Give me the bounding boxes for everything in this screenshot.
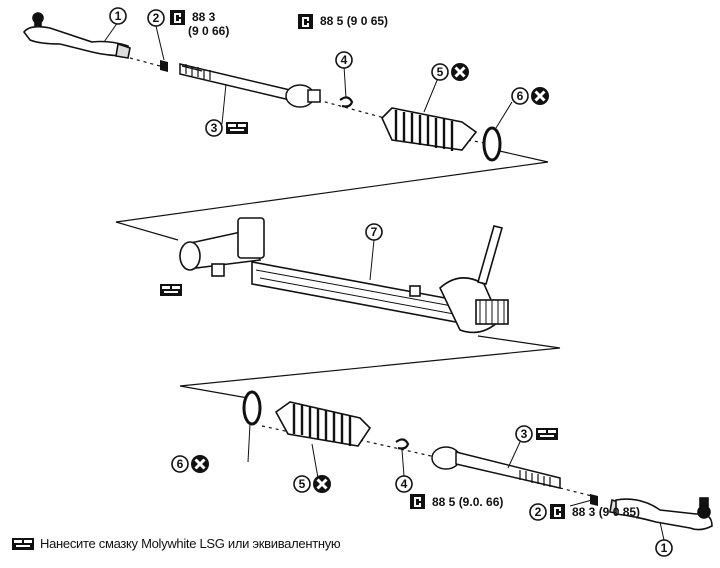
tie-rod-end-bottom (609, 497, 713, 531)
clip-top (339, 96, 354, 108)
callout-label: 4 (341, 53, 348, 67)
do-not-reuse-icon (311, 473, 333, 495)
callout-3-top: 3 (205, 119, 248, 137)
callout-1-bottom: 1 (655, 539, 673, 557)
boot-top (381, 107, 478, 151)
inner-tie-rod-top (179, 63, 321, 108)
torque-wrench-icon (410, 494, 425, 509)
boot-bottom (274, 401, 372, 447)
lock-nut-top (160, 60, 168, 72)
do-not-reuse-icon (529, 85, 551, 107)
callout-label: 2 (535, 505, 542, 519)
clip-bottom (395, 438, 410, 450)
grease-icon (160, 284, 182, 296)
boot-clamp-top (482, 126, 502, 162)
torque-wrench-icon (550, 504, 565, 519)
callout-1-top: 1 (109, 7, 127, 25)
callout-label: 7 (371, 225, 378, 239)
callout-6-top: 6 (511, 85, 551, 107)
callout-3-bottom: 3 (515, 425, 558, 443)
grease-icon (12, 538, 34, 550)
leader-lines (103, 21, 665, 541)
callout-5-bottom: 5 (293, 473, 333, 495)
callout-label: 5 (299, 477, 306, 491)
callout-label: 3 (521, 427, 528, 441)
callout-2-top: 2 88 3 (9 0 66) (147, 9, 229, 38)
tie-rod-end-top (22, 12, 131, 59)
inner-tie-rod-bottom (431, 446, 561, 489)
torque-bottom-inner: 88 5 (9.0. 66) (410, 494, 503, 509)
callout-label: 6 (517, 89, 524, 103)
callout-6-bottom: 6 (171, 453, 211, 475)
callout-label: 6 (177, 457, 184, 471)
callout-label: 1 (115, 9, 122, 23)
lock-nut-bottom (590, 494, 598, 506)
legend-text: Нанесите смазку Molywhite LSG или эквива… (40, 536, 341, 551)
guide-lines (115, 57, 601, 499)
callout-4-top: 4 (335, 51, 353, 69)
callout-label: 1 (661, 541, 668, 555)
do-not-reuse-icon (189, 453, 211, 475)
torque-spec: 88 3 (9 0 85) (572, 505, 640, 519)
do-not-reuse-icon (449, 61, 471, 83)
callout-5-top: 5 (431, 61, 471, 83)
callout-label: 2 (153, 11, 160, 25)
boot-clamp-bottom (242, 390, 262, 426)
callout-label: 4 (401, 477, 408, 491)
grease-icon (536, 428, 558, 440)
torque-wrench-icon (170, 10, 185, 25)
grease-icon (226, 122, 248, 134)
callout-4-bottom: 4 (395, 475, 413, 493)
torque-wrench-icon (298, 14, 313, 29)
torque-spec: 88 5 (9 0 65) (320, 14, 388, 28)
callout-7: 7 (365, 223, 383, 241)
torque-top-inner: 88 5 (9 0 65) (298, 14, 388, 29)
torque-spec: 88 5 (9.0. 66) (432, 495, 503, 509)
callout-label: 5 (437, 65, 444, 79)
steering-gear-housing (179, 217, 509, 334)
torque-spec: 88 3 (192, 10, 216, 24)
torque-spec: (9 0 66) (188, 24, 229, 38)
callout-label: 3 (211, 121, 218, 135)
callout-2-bottom: 2 88 3 (9 0 85) (529, 503, 640, 521)
